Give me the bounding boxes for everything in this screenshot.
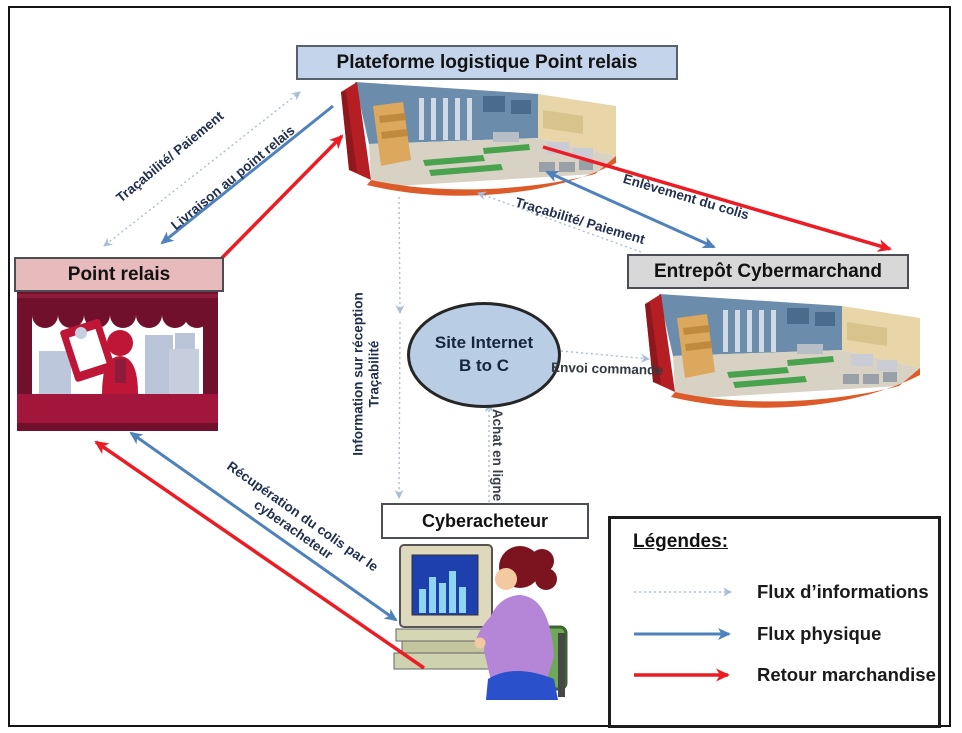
information-flow-arrow-icon xyxy=(634,587,732,597)
legend-label-flux-informations: Flux d’informations xyxy=(757,581,929,602)
info-arrow-envoi-commande xyxy=(560,350,650,363)
node-plateforme-logistique: Plateforme logistique Point relais xyxy=(296,45,678,80)
legend-item-flux-physique: Flux physique xyxy=(631,623,881,645)
legend-label-flux-physique: Flux physique xyxy=(757,623,882,644)
legend-item-flux-informations: Flux d’informations xyxy=(631,581,929,603)
legend-title: Légendes: xyxy=(633,531,729,552)
info-arrow-reception-lower xyxy=(394,321,404,499)
point-relais-shop-illustration xyxy=(17,291,218,431)
node-entrepot-cybermarchand: Entrepôt Cybermarchand xyxy=(627,254,909,289)
return-arrow-right xyxy=(542,145,892,252)
node-plateforme-label: Plateforme logistique Point relais xyxy=(336,52,638,73)
legend-label-retour-marchandise: Retour marchandise xyxy=(757,664,936,685)
node-cyberacheteur-label: Cyberacheteur xyxy=(421,511,549,531)
physical-arrow-recuperation xyxy=(129,431,398,622)
edge-label-information-reception: Information sur réception Traçabilité xyxy=(350,292,381,456)
legend-item-retour-marchandise: Retour marchandise xyxy=(631,664,936,686)
edge-label-achat-en-ligne: Achat en ligne xyxy=(489,408,505,502)
node-site-internet: Site Internet B to C xyxy=(407,302,561,408)
site-internet-line2: B to C xyxy=(458,356,510,375)
node-point-relais-label: Point relais xyxy=(67,264,171,285)
legend-panel: Légendes: Flux d’informations Flux physi… xyxy=(608,516,941,728)
return-flow-arrow-icon xyxy=(634,668,730,682)
site-internet-line1: Site Internet xyxy=(434,333,534,353)
info-arrow-reception-upper xyxy=(395,196,405,314)
physical-arrow-livraison xyxy=(160,104,334,245)
node-entrepot-label: Entrepôt Cybermarchand xyxy=(653,261,883,282)
node-cyberacheteur: Cyberacheteur xyxy=(381,503,589,539)
edge-label-information-reception-line2: Traçabilité xyxy=(366,340,381,408)
entrepot-warehouse-illustration xyxy=(645,294,920,408)
physical-arrow-enlevement xyxy=(545,170,716,249)
plateforme-warehouse-illustration xyxy=(341,82,616,196)
edge-label-envoi-commande: Envoi commande xyxy=(550,359,664,378)
return-arrow-left xyxy=(210,134,344,270)
info-arrow-tracabilite-left xyxy=(103,91,301,247)
edge-label-information-reception-line1: Information sur réception xyxy=(350,292,366,456)
return-arrow-bottom xyxy=(94,440,425,670)
cyberacheteur-illustration xyxy=(394,545,566,700)
physical-flow-arrow-icon xyxy=(634,628,731,640)
info-arrow-tracabilite-right xyxy=(477,191,642,253)
node-point-relais: Point relais xyxy=(14,257,224,292)
